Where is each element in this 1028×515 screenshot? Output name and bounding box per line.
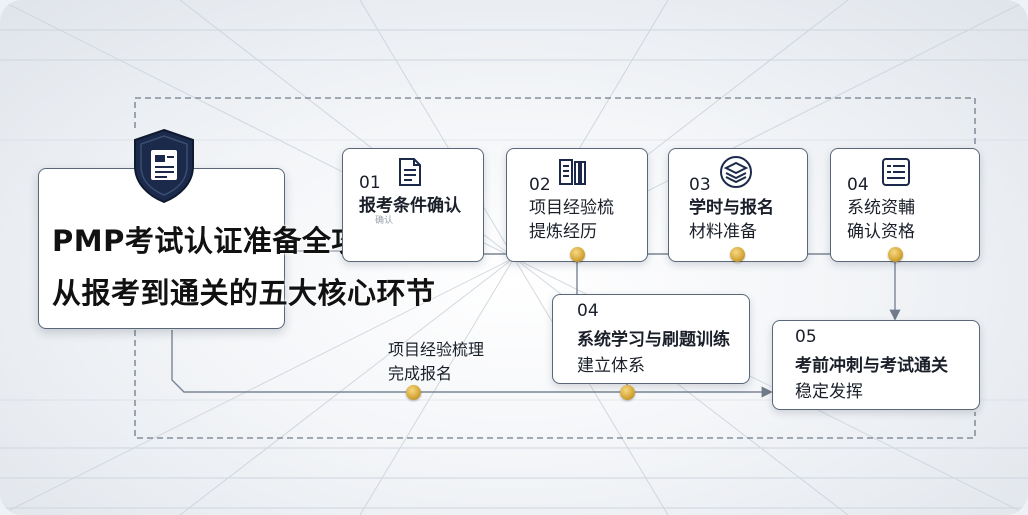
step-number: 05 — [795, 327, 817, 347]
step-number: 04 — [577, 301, 599, 321]
step-card-03: 03 学时与报名 材料准备 — [668, 148, 808, 262]
step-title: 系统学习与刷题训练 — [577, 330, 730, 350]
step-number: 02 — [529, 175, 551, 195]
step-number: 04 — [847, 175, 869, 195]
free-label-line-1: 项目经验梳理 — [388, 340, 485, 359]
title-card — [38, 168, 285, 329]
step-title: 系统资輔 — [847, 198, 915, 218]
step-subtitle: 稳定发挥 — [795, 382, 863, 402]
step-card-04-study: 04 系统学习与刷题训练 建立体系 — [552, 294, 750, 384]
title-line-2: 从报考到通关的五大核心环节 — [52, 276, 436, 310]
document-columns-icon — [559, 159, 586, 185]
step-title: 报考条件确认 — [359, 196, 461, 216]
step-number: 03 — [689, 175, 711, 195]
connector-dot — [888, 247, 903, 262]
shield-document-icon — [134, 128, 194, 204]
step-subtitle: 材料准备 — [689, 222, 757, 242]
step-subtitle: 建立体系 — [577, 356, 645, 376]
step-title: 学时与报名 — [689, 198, 774, 218]
free-label-line-2: 完成报名 — [388, 364, 453, 383]
form-list-icon — [882, 158, 910, 186]
ghost-text: 确认 — [375, 216, 394, 226]
step-card-05: 05 考前冲刺与考试通关 稳定发挥 — [772, 320, 980, 410]
step-card-02: 02 项目经验梳 提炼经历 — [506, 148, 648, 262]
step-title: 项目经验梳 — [529, 198, 614, 218]
connector-dot — [730, 247, 745, 262]
connector-dot — [406, 385, 421, 400]
step-card-04: 04 系统资輔 确认资格 — [830, 148, 980, 262]
step-subtitle: 确认资格 — [847, 222, 915, 242]
step-subtitle: 提炼经历 — [529, 222, 597, 242]
stack-layers-icon — [720, 156, 752, 188]
step-number: 01 — [359, 173, 381, 193]
connector-dot — [620, 385, 635, 400]
document-list-icon — [399, 158, 421, 186]
connector-dot — [570, 247, 585, 262]
step-card-01: 01 报考条件确认 确认 — [342, 148, 484, 262]
step-title: 考前冲刺与考试通关 — [795, 356, 948, 376]
